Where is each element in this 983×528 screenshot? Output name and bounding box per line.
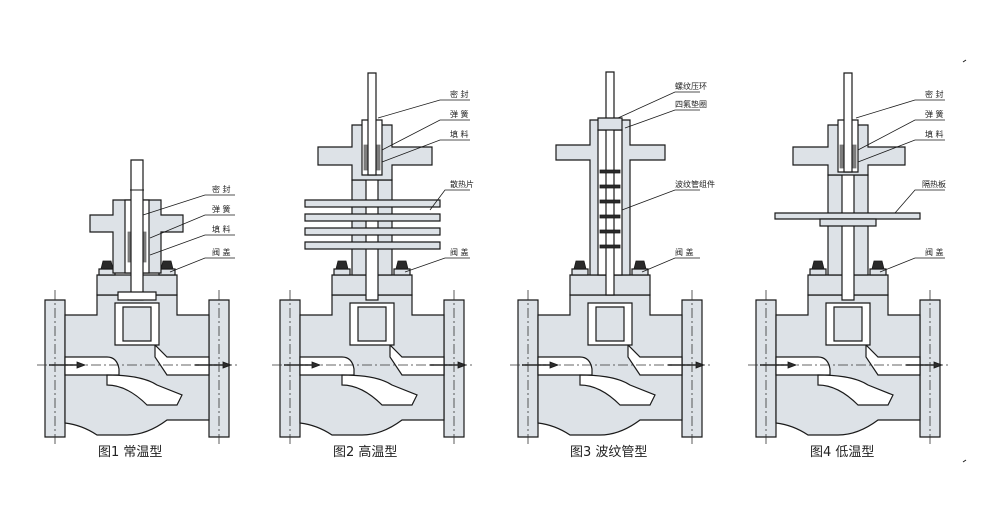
fig2-label-packing: 填 料 bbox=[450, 129, 469, 139]
fig2-label-bonnet: 阀 盖 bbox=[450, 247, 469, 257]
figure-2-high-temp-valve: 密 封 弹 簧 填 料 散热片 阀 盖 图2 高温型 bbox=[271, 72, 474, 460]
fig1-label-seal: 密 封 bbox=[212, 184, 231, 194]
fig3-label-ptfe-washer: 四氟垫圈 bbox=[675, 99, 707, 109]
fig4-caption: 图4 低温型 bbox=[810, 445, 874, 460]
fig2-label-seal: 密 封 bbox=[450, 89, 469, 99]
fig3-caption: 图3 波纹管型 bbox=[570, 445, 647, 460]
figure-4-low-temp-valve: 密 封 弹 簧 填 料 隔热板 阀 盖 图4 低温型 bbox=[747, 72, 949, 460]
fig4-label-spring: 弹 簧 bbox=[925, 109, 944, 119]
fig4-label-insulation-plate: 隔热板 bbox=[922, 179, 946, 189]
corner-mark-bottom bbox=[962, 459, 967, 463]
fig4-label-packing: 填 料 bbox=[925, 129, 944, 139]
figure-1-normal-temp-valve: 密 封 弹 簧 填 料 阀 盖 图1 常温型 bbox=[36, 159, 238, 460]
fig2-label-spring: 弹 簧 bbox=[450, 109, 469, 119]
fig1-label-bonnet: 阀 盖 bbox=[212, 247, 231, 257]
corner-mark-top bbox=[962, 59, 967, 63]
fig1-label-packing: 填 料 bbox=[212, 224, 231, 234]
fig2-caption: 图2 高温型 bbox=[333, 444, 397, 460]
fig1-caption: 图1 常温型 bbox=[98, 445, 162, 460]
fig3-label-bellows-assembly: 波纹管组件 bbox=[675, 179, 715, 189]
fig1-label-spring: 弹 簧 bbox=[212, 204, 231, 214]
fig4-label-seal: 密 封 bbox=[925, 89, 944, 99]
fig3-label-bonnet: 阀 盖 bbox=[675, 247, 694, 257]
fig4-label-bonnet: 阀 盖 bbox=[925, 247, 944, 257]
fig2-label-cooling-fins: 散热片 bbox=[450, 179, 474, 189]
fig3-label-threaded-ring: 螺纹压环 bbox=[675, 81, 707, 91]
figure-3-bellows-valve: 螺纹压环 四氟垫圈 波纹管组件 阀 盖 图3 波纹管型 bbox=[509, 71, 715, 460]
